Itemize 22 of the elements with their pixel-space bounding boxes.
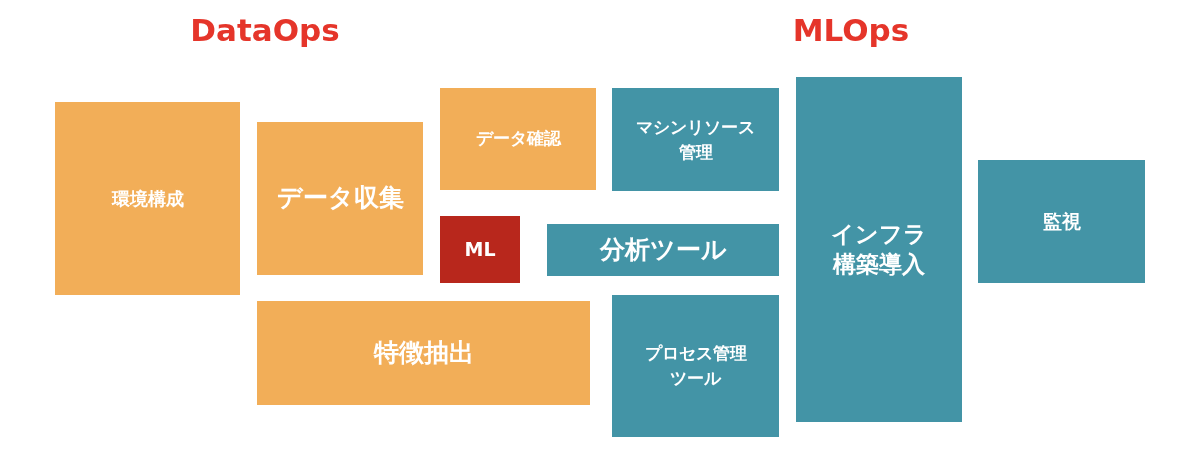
category-block (978, 160, 1145, 283)
category-block (612, 295, 779, 437)
block-label: 環境構成 (111, 186, 184, 211)
category-block (440, 88, 596, 190)
block-label: ML (464, 237, 496, 262)
category-block (440, 216, 520, 283)
category-block (257, 301, 590, 405)
section-heading: MLOps (792, 12, 910, 48)
category-block (257, 122, 423, 275)
category-block (55, 102, 240, 295)
block-label: データ収集 (276, 182, 404, 215)
block-label: データ確認 (475, 127, 561, 151)
block-label: 特徴抽出 (373, 336, 474, 369)
category-block (547, 224, 779, 276)
block-label: インフラ構築導入 (830, 219, 928, 279)
category-block (796, 77, 962, 422)
category-block (612, 88, 779, 191)
block-label: 監視 (1042, 209, 1081, 234)
block-label: 分析ツール (599, 233, 727, 266)
block-label: プロセス管理ツール (643, 342, 748, 390)
section-heading: DataOps (190, 12, 340, 48)
block-label: マシンリソース管理 (635, 115, 756, 164)
